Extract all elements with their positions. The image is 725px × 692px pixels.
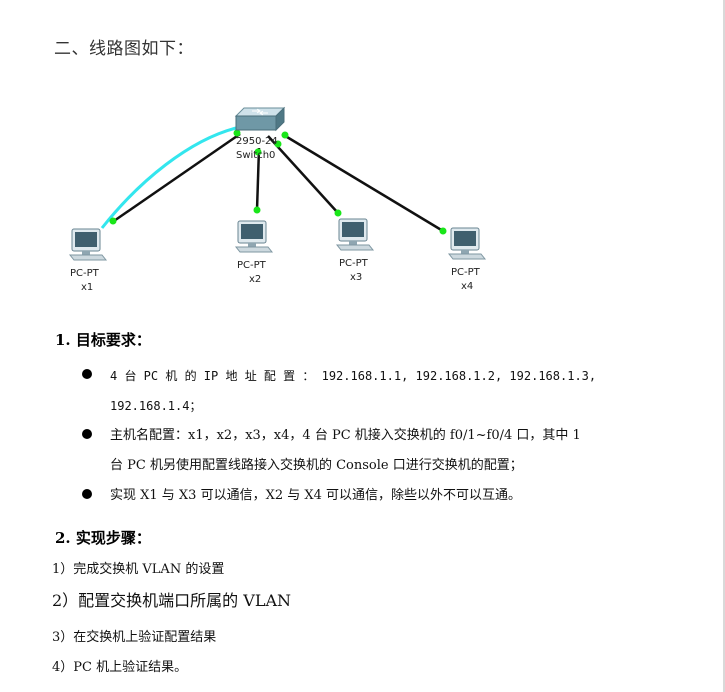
bullet-dot-icon [82, 489, 92, 499]
list-item: 主机名配置：x1，x2，x3，x4，4 台 PC 机接入交换机的 f0/1~f0… [80, 421, 680, 481]
pc-x1-name: x1 [81, 282, 93, 293]
pc-x1-type: PC-PT [70, 268, 100, 279]
network-topology-diagram: 2950-24 Switch0 PC-PT x1 PC-PT x2 PC-PT … [68, 106, 487, 293]
pc-x4[interactable] [447, 227, 487, 260]
list-item: 实现 X1 与 X3 可以通信，X2 与 X4 可以通信，除些以外不可以互通。 [80, 481, 680, 511]
pc-x2-type: PC-PT [237, 260, 267, 271]
page-edge-rule [723, 0, 725, 692]
pc-x2-name: x2 [249, 274, 261, 285]
console-cable [100, 126, 237, 229]
pc-x4-name: x4 [461, 281, 473, 292]
cable-x1 [110, 132, 241, 225]
cable-x2 [255, 147, 261, 211]
step-2: 2）配置交换机端口所属的 VLAN [52, 591, 292, 610]
link-lights [109, 129, 447, 235]
section1-title: 1. 目标要求： [55, 331, 151, 349]
cable-x3 [267, 135, 339, 214]
bullet-1-line-2: 192.168.1.4； [110, 399, 202, 413]
bullet-3-line-1: 实现 X1 与 X3 可以通信，X2 与 X4 可以通信，除些以外不可以互通。 [110, 488, 522, 503]
pc-x4-type: PC-PT [451, 267, 481, 278]
bullet-2-line-1: 主机名配置：x1，x2，x3，x4，4 台 PC 机接入交换机的 f0/1~f0… [110, 428, 581, 443]
switch-icon[interactable] [234, 106, 286, 132]
pc-x1[interactable] [68, 228, 108, 261]
bullet-dot-icon [82, 369, 92, 379]
switch-model-label: 2950-24 [236, 136, 278, 147]
bullet-1-line-1: 4 台 PC 机 的 IP 地 址 配 置 ： 192.168.1.1, 192… [110, 369, 597, 383]
switch-name-label: Switch0 [236, 150, 275, 161]
pc-x3-name: x3 [350, 272, 362, 283]
cable-x4 [281, 132, 444, 233]
pc-x2[interactable] [234, 220, 274, 253]
list-item: 4 台 PC 机 的 IP 地 址 配 置 ： 192.168.1.1, 192… [80, 361, 680, 421]
step-1: 1）完成交换机 VLAN 的设置 [52, 562, 225, 577]
section2-title: 2. 实现步骤： [55, 529, 151, 547]
pc-x3-type: PC-PT [339, 258, 369, 269]
pc-x3[interactable] [335, 218, 375, 251]
step-4: 4）PC 机上验证结果。 [52, 660, 188, 675]
bullet-dot-icon [82, 429, 92, 439]
page-heading: 二、线路图如下： [54, 39, 194, 59]
step-3: 3）在交换机上验证配置结果 [52, 630, 217, 645]
bullet-2-line-2: 台 PC 机另使用配置线路接入交换机的 Console 口进行交换机的配置； [110, 458, 523, 473]
requirements-list: 4 台 PC 机 的 IP 地 址 配 置 ： 192.168.1.1, 192… [80, 361, 680, 511]
